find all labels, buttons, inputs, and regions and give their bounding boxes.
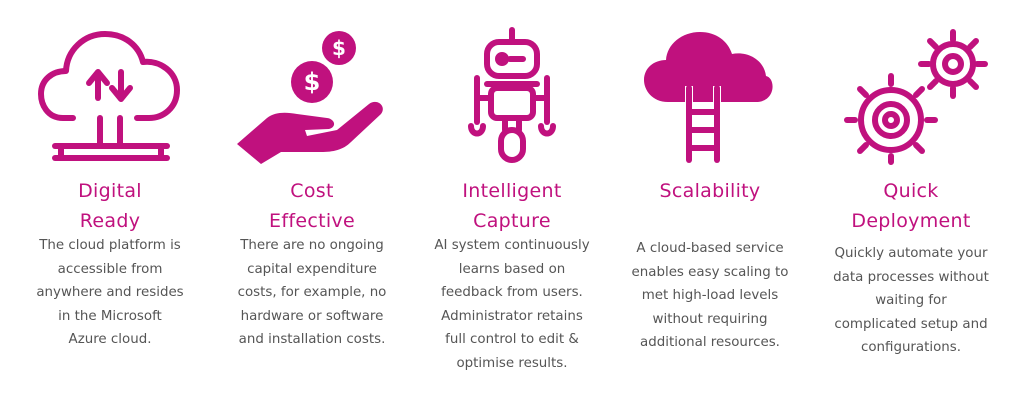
feature-title: Digital Ready: [78, 180, 142, 232]
feature-description: The cloud platform is accessible from an…: [36, 238, 184, 347]
feature-title: Cost Effective: [269, 180, 355, 232]
feature-description: There are no ongoing capital expenditure…: [237, 238, 387, 347]
svg-text:$: $: [332, 36, 346, 60]
feature-description: AI system continuously learns based on f…: [434, 238, 590, 371]
feature-digital-ready: Digital Ready The cloud platform is acce…: [15, 0, 205, 410]
feature-scalability: Scalability A cloud-based service enable…: [615, 0, 805, 410]
feature-intelligent-capture: Intelligent Capture AI system continuous…: [417, 0, 607, 410]
cloud-upload-download-icon: [15, 26, 205, 166]
feature-quick-deployment: Quick Deployment Quickly automate your d…: [816, 0, 1006, 410]
feature-cost-effective: $ $ Cost Effective There are no ongoing …: [217, 0, 407, 410]
svg-text:$: $: [304, 68, 321, 96]
feature-title: Intelligent Capture: [462, 180, 562, 232]
feature-title: Quick Deployment: [851, 180, 971, 232]
feature-description: A cloud-based service enables easy scali…: [631, 241, 789, 350]
cloud-ladder-icon: [615, 26, 805, 166]
hand-with-coins-icon: $ $: [217, 26, 407, 166]
robot-icon: [417, 26, 607, 166]
feature-description: Quickly automate your data processes wit…: [833, 246, 989, 355]
feature-title: Scalability: [659, 180, 761, 202]
gears-icon: [816, 26, 1006, 166]
